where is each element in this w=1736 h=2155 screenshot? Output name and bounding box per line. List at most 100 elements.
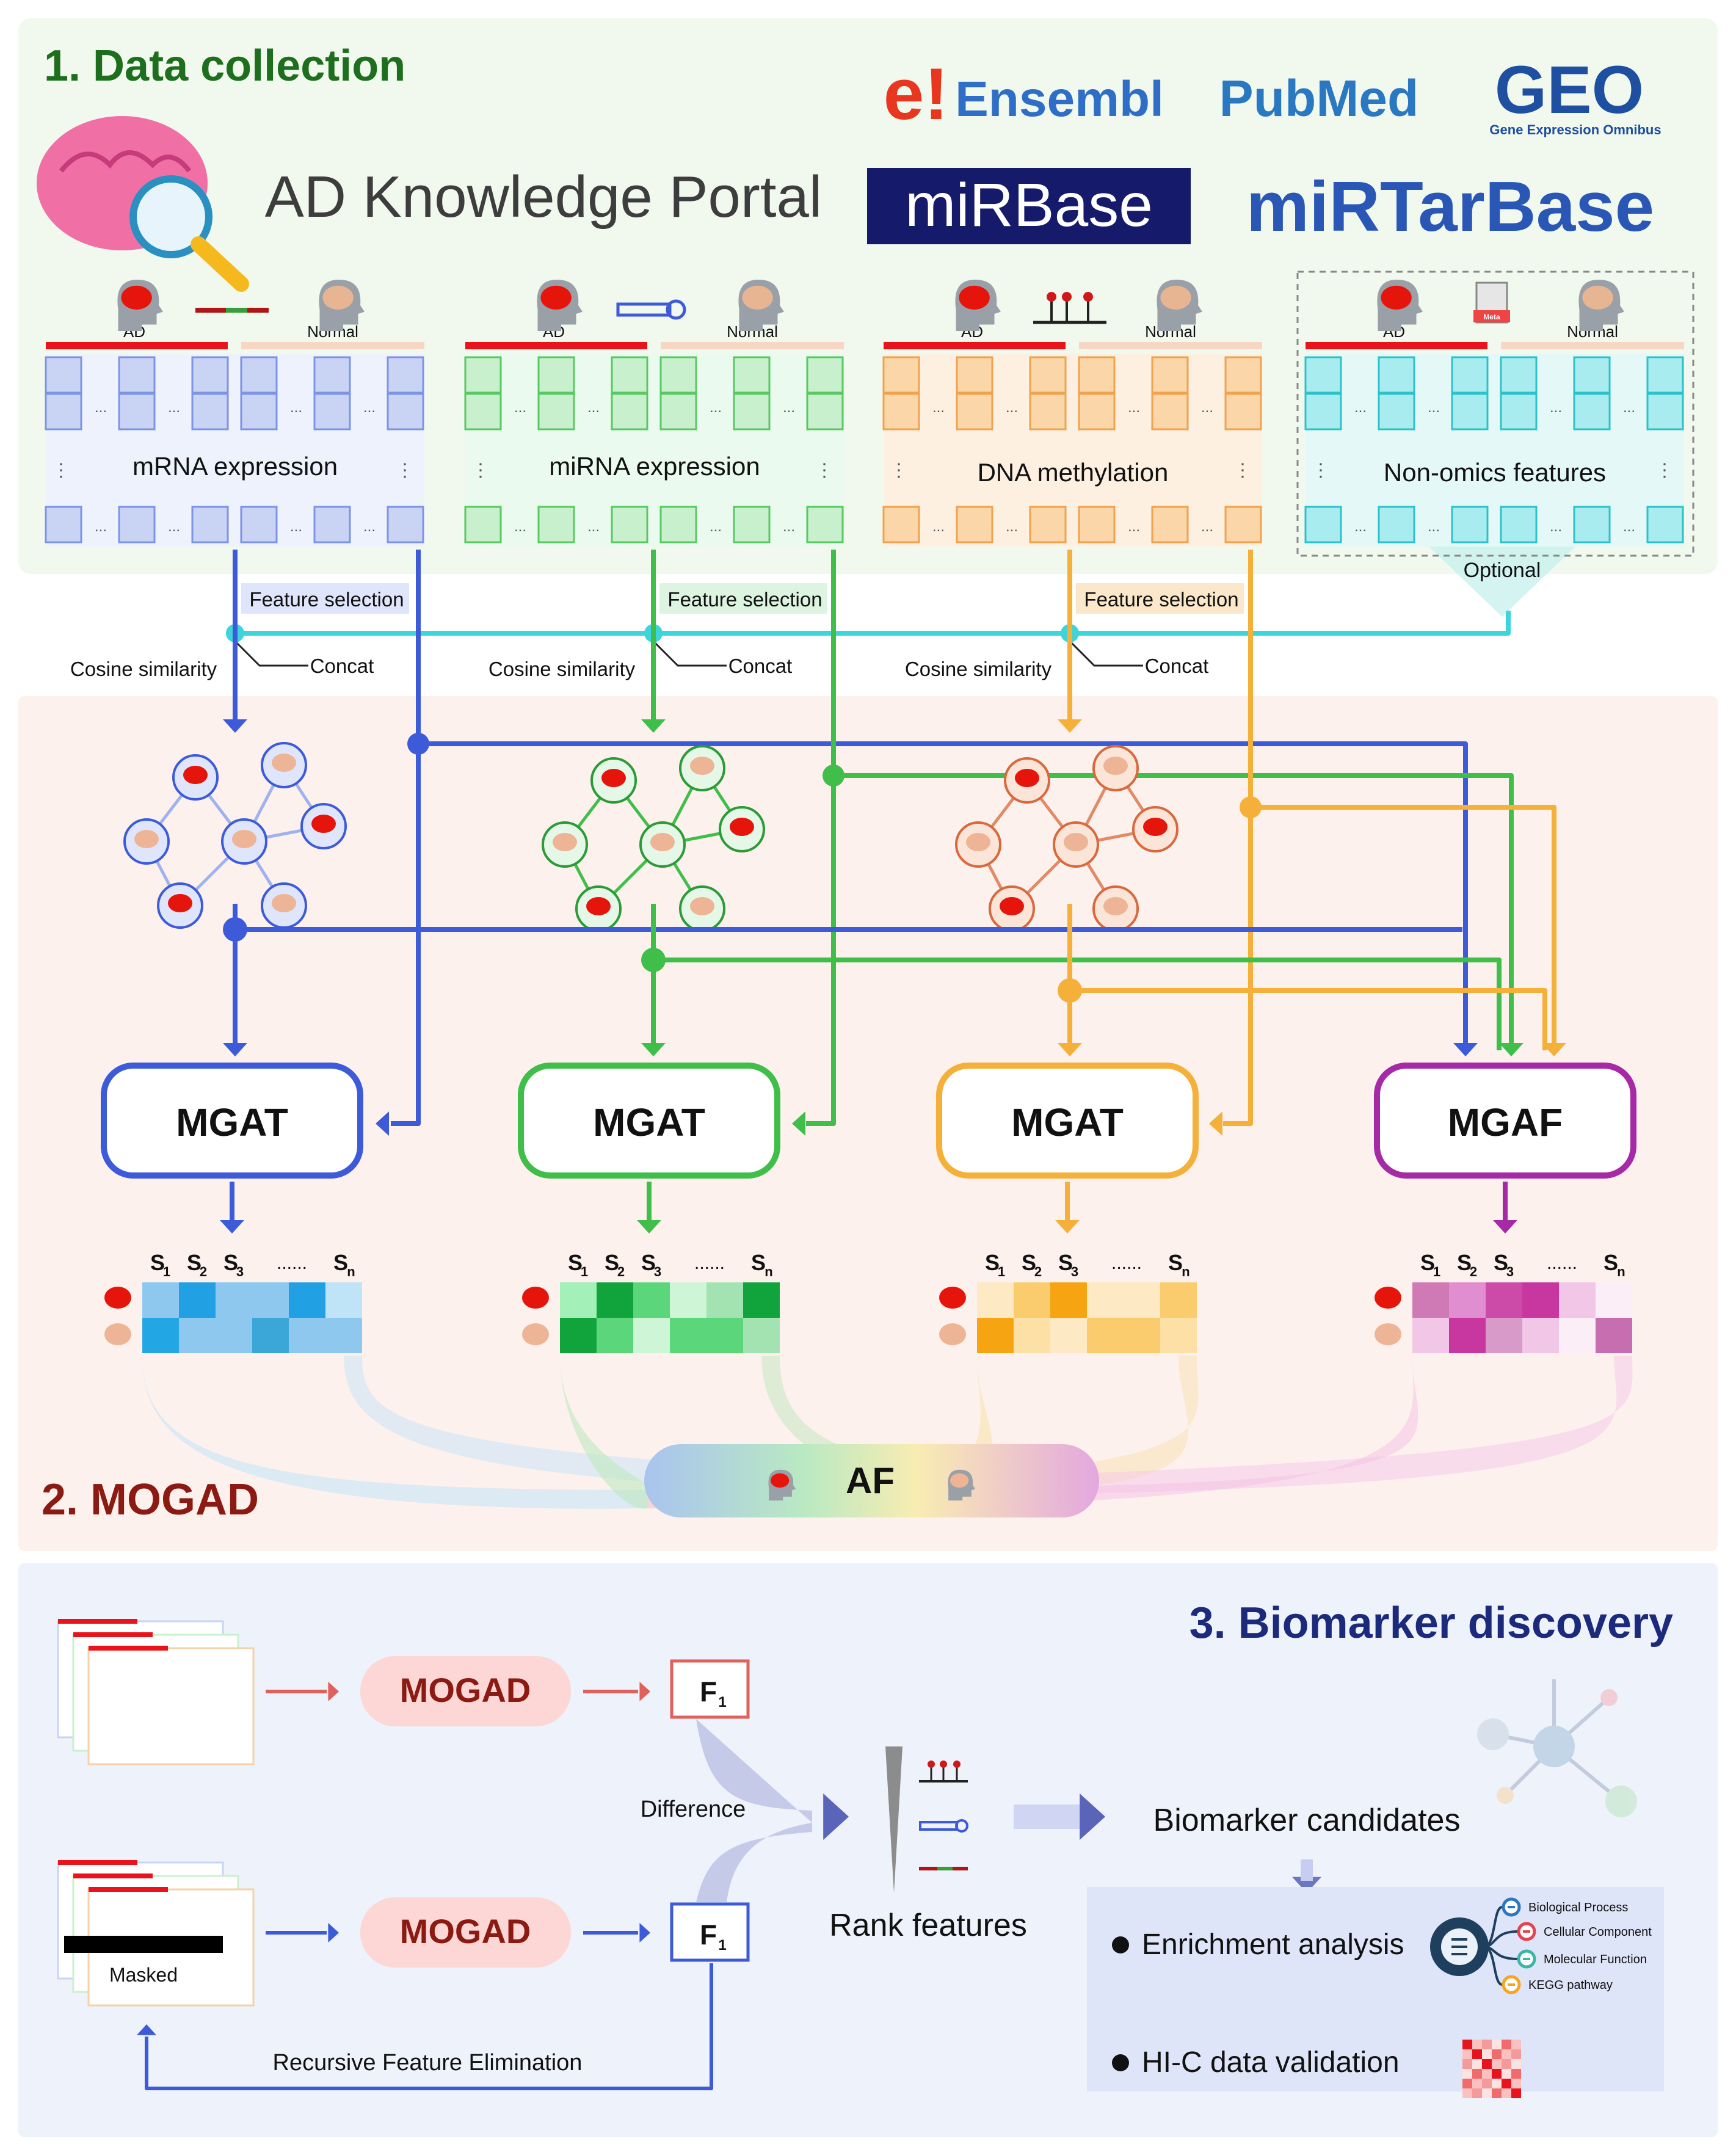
ad-group-bar [884,342,1066,349]
sample-ellipsis: ...... [277,1253,307,1273]
sample-label-s3: S [1494,1250,1508,1275]
af-normal-head-icon [948,1469,976,1501]
bullet-hic [1112,2054,1129,2071]
ellipsis: ... [587,518,600,535]
matrix-cell [1500,506,1538,543]
hic-cell [1511,2059,1521,2069]
f1-bottom-sub: 1 [718,1937,726,1953]
heatmap-cell [179,1318,216,1353]
matrix-cell [1378,393,1415,431]
matrix-cell [45,393,82,431]
mirbase-logo: miRBase [905,171,1153,239]
matrix-cell [1151,393,1189,431]
ad-brain-icon [522,1287,549,1309]
ad-brain-icon [168,894,192,912]
heatmap-fan [965,1356,1199,1496]
matrix-cell [659,506,697,543]
matrix-cell [537,356,575,394]
matrix-cell [464,356,502,394]
masked-bar [64,1936,223,1953]
matrix-cell [611,393,648,431]
sample-label-s2: S [1457,1250,1472,1275]
normal-brain-icon [272,754,296,772]
feature-selection-bg [241,583,409,614]
hairpin [616,302,672,317]
mirna-graph-junction [641,948,666,972]
ellipsis-vertical: ⋮ [396,460,414,481]
heatmap-cell [1124,1318,1160,1353]
heatmap-cell [1014,1282,1050,1318]
sample-ellipsis: ...... [1111,1253,1142,1273]
matrix-cell [1224,506,1262,543]
ellipsis: ... [1201,518,1213,535]
hic-cell [1502,2040,1511,2049]
geo-subtitle: Gene Expression Omnibus [1489,122,1661,137]
sample-sub: 1 [998,1264,1005,1279]
sample-label-sn: S [333,1250,348,1275]
enrichment-term-label: KEGG pathway [1528,1979,1613,1992]
matrix-cell [1078,393,1116,431]
brain-in-head [121,285,152,310]
normal-group-bar [1501,342,1684,349]
box-output-arrow [220,1220,244,1234]
ad-head-icon [1377,280,1423,331]
mogad-box-bottom-label: MOGAD [400,1912,531,1950]
ad-brain-icon [1143,818,1168,836]
section-1-background [18,18,1718,574]
heatmap-cell [1486,1318,1522,1353]
matrix-cell [1029,506,1067,543]
ad-bar [58,1860,137,1865]
ellipsis: ... [1623,518,1635,535]
mirna-network [542,745,765,932]
matrix-cell [1224,356,1262,394]
methyl-dot [928,1761,935,1768]
mgat-box [936,1063,1199,1179]
hic-cell [1511,2069,1521,2079]
mgaf-arrow-methyl [1542,1043,1566,1056]
enrichment-term-label: Biological Process [1528,1901,1628,1914]
heatmap-cell [1522,1282,1559,1318]
matrix-cell [1646,506,1684,543]
sample-label-sn: S [1603,1250,1618,1275]
heatmap-cell [289,1318,325,1353]
normal-group-bar [661,342,844,349]
matrix-cell [806,356,844,394]
methyl-dot [1062,292,1072,302]
rfe-label: Recursive Feature Elimination [273,2050,583,2076]
section-2-background [18,696,1718,1551]
heatmap-cell [1160,1318,1197,1353]
heatmap-cell [1160,1282,1197,1318]
normal-head-icon [319,280,365,331]
mogad-box-bottom [360,1897,571,1968]
feature-selection-label: Feature selection [667,588,822,611]
normal-group-bar [241,342,424,349]
enrichment-term-label: Molecular Function [1544,1953,1647,1966]
matrix-cell [240,393,278,431]
heatmap-cell [1559,1282,1596,1318]
matrix-cell [1029,356,1067,394]
ellipsis: ... [514,399,526,416]
decor-node [1497,1787,1514,1804]
matrix-cell [191,393,229,431]
heatmap-cell [1050,1318,1087,1353]
cosine-similarity-label: Cosine similarity [905,658,1052,680]
cosine-similarity-label: Cosine similarity [70,658,217,680]
matrix-cell [240,506,278,543]
section-2-title: 2. MOGAD [42,1475,259,1524]
ellipsis: ... [514,518,526,535]
feature-selection-label: Feature selection [249,588,404,611]
brain-in-head [771,1473,790,1488]
sample-sub: 2 [1470,1264,1477,1279]
geo-logo: GEO [1495,53,1644,128]
matrix-cell [882,356,920,394]
matrix-cell [313,356,351,394]
ellipsis: ... [1128,518,1140,535]
matrix-cell [1304,393,1342,431]
hic-cell [1492,2069,1502,2079]
normal-brain-icon [232,830,256,848]
bullet-enrichment [1112,1936,1129,1953]
mgat-label: MGAT [1011,1100,1124,1144]
heatmap-cell [743,1282,780,1318]
meta-label: Meta [1483,313,1500,321]
heatmap-cell [1087,1282,1124,1318]
